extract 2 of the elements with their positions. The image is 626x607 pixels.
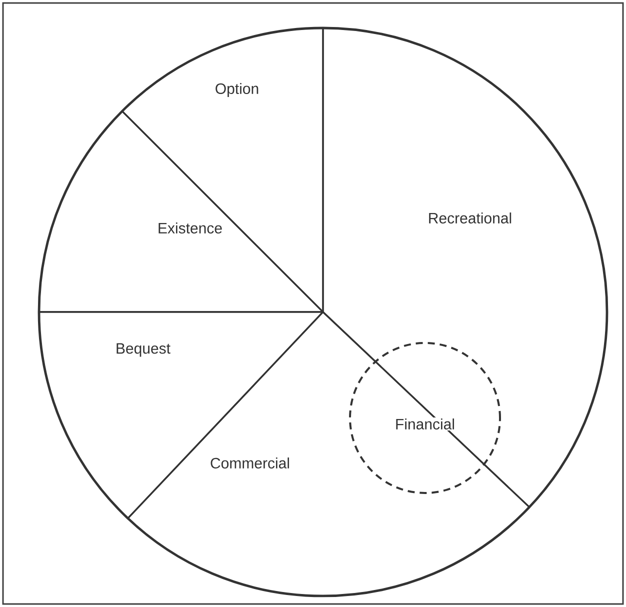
pie-slice: Existence [38,110,324,313]
node-label: Option [216,83,258,97]
